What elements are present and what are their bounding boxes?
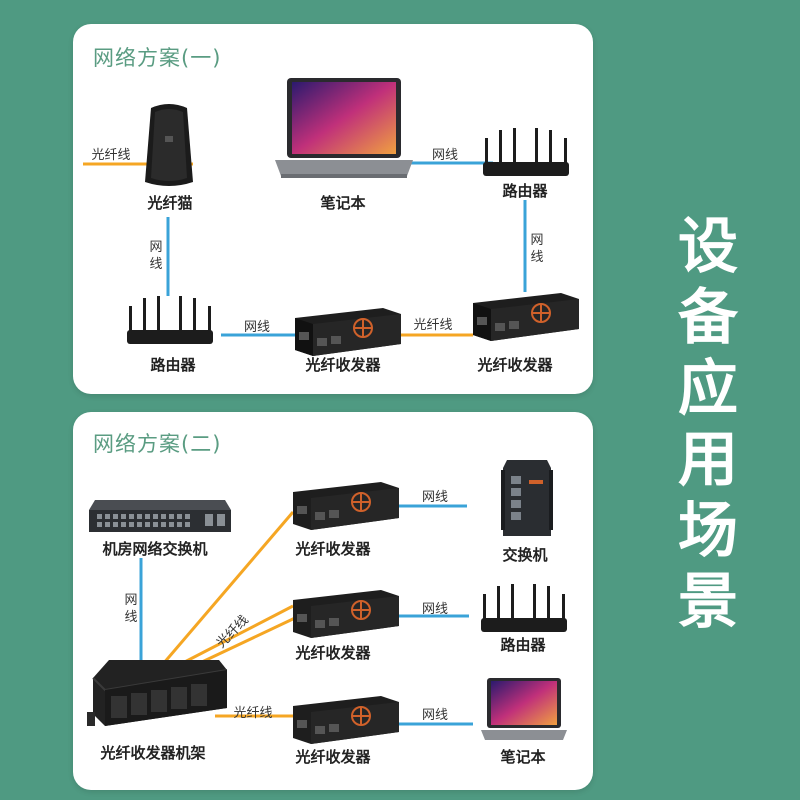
net-mid-label: 网线 [421, 602, 449, 617]
transceiver-rack-icon [87, 660, 227, 726]
fiber-transceiver-icon [295, 308, 401, 356]
laptop-icon [481, 678, 567, 740]
industrial-switch-icon [501, 460, 553, 536]
fiber-transceivers-label: 光纤线 [413, 318, 453, 333]
fiber-bundle-line-top [161, 511, 295, 665]
fiber-transceiver-icon [473, 293, 579, 341]
net-top-label: 网线 [421, 490, 449, 505]
transceiver-top-label: 光纤收发器 [295, 540, 371, 558]
scheme-2-wires [139, 504, 473, 726]
net-switch-rack-label: 网线 [124, 593, 138, 625]
fiber-transceiver-icon [293, 590, 399, 638]
net-router-router-label: 网线 [530, 233, 544, 265]
switch-label: 交换机 [502, 546, 548, 564]
router-right-label: 路由器 [502, 182, 548, 200]
router-icon [483, 128, 569, 176]
laptop-label: 笔记本 [500, 748, 546, 766]
scheme-2-panel: 网络方案(二) [73, 412, 593, 790]
modem-label: 光纤猫 [147, 194, 193, 212]
fiber-transceiver-icon [293, 696, 399, 744]
fiber-in-label: 光纤线 [91, 148, 131, 163]
net-modem-router-label: 网线 [149, 240, 163, 272]
scheme-1-title: 网络方案(一) [93, 46, 222, 70]
net-bottom-label: 网线 [421, 708, 449, 723]
scheme-1-wires [83, 161, 527, 337]
laptop-icon [275, 78, 413, 178]
fiber-transceiver-icon [293, 482, 399, 530]
transceiver-right-label: 光纤收发器 [477, 356, 553, 374]
router-icon [481, 584, 567, 632]
transceiver-left-label: 光纤收发器 [305, 356, 381, 374]
router-label: 路由器 [500, 636, 546, 654]
scheme-2-title: 网络方案(二) [93, 432, 222, 456]
router-left-label: 路由器 [150, 356, 196, 374]
transceiver-mid-label: 光纤收发器 [295, 644, 371, 662]
net-router-transceiver-label: 网线 [243, 320, 271, 335]
net-laptop-router-label: 网线 [431, 148, 459, 163]
core-switch-label: 机房网络交换机 [102, 540, 208, 558]
scheme-1-panel: 网络方案(一) [73, 24, 593, 394]
side-title: 设备应用场景 [678, 212, 738, 637]
network-switch-icon [89, 500, 231, 532]
fiber-bundle-line-mid1 [172, 604, 294, 670]
fiber-modem-icon [145, 104, 193, 186]
fiber-rack-bottom-label: 光纤线 [233, 706, 273, 721]
router-icon [127, 296, 213, 344]
transceiver-bottom-label: 光纤收发器 [295, 748, 371, 766]
rack-label: 光纤收发器机架 [100, 744, 206, 762]
laptop-label: 笔记本 [320, 194, 366, 212]
